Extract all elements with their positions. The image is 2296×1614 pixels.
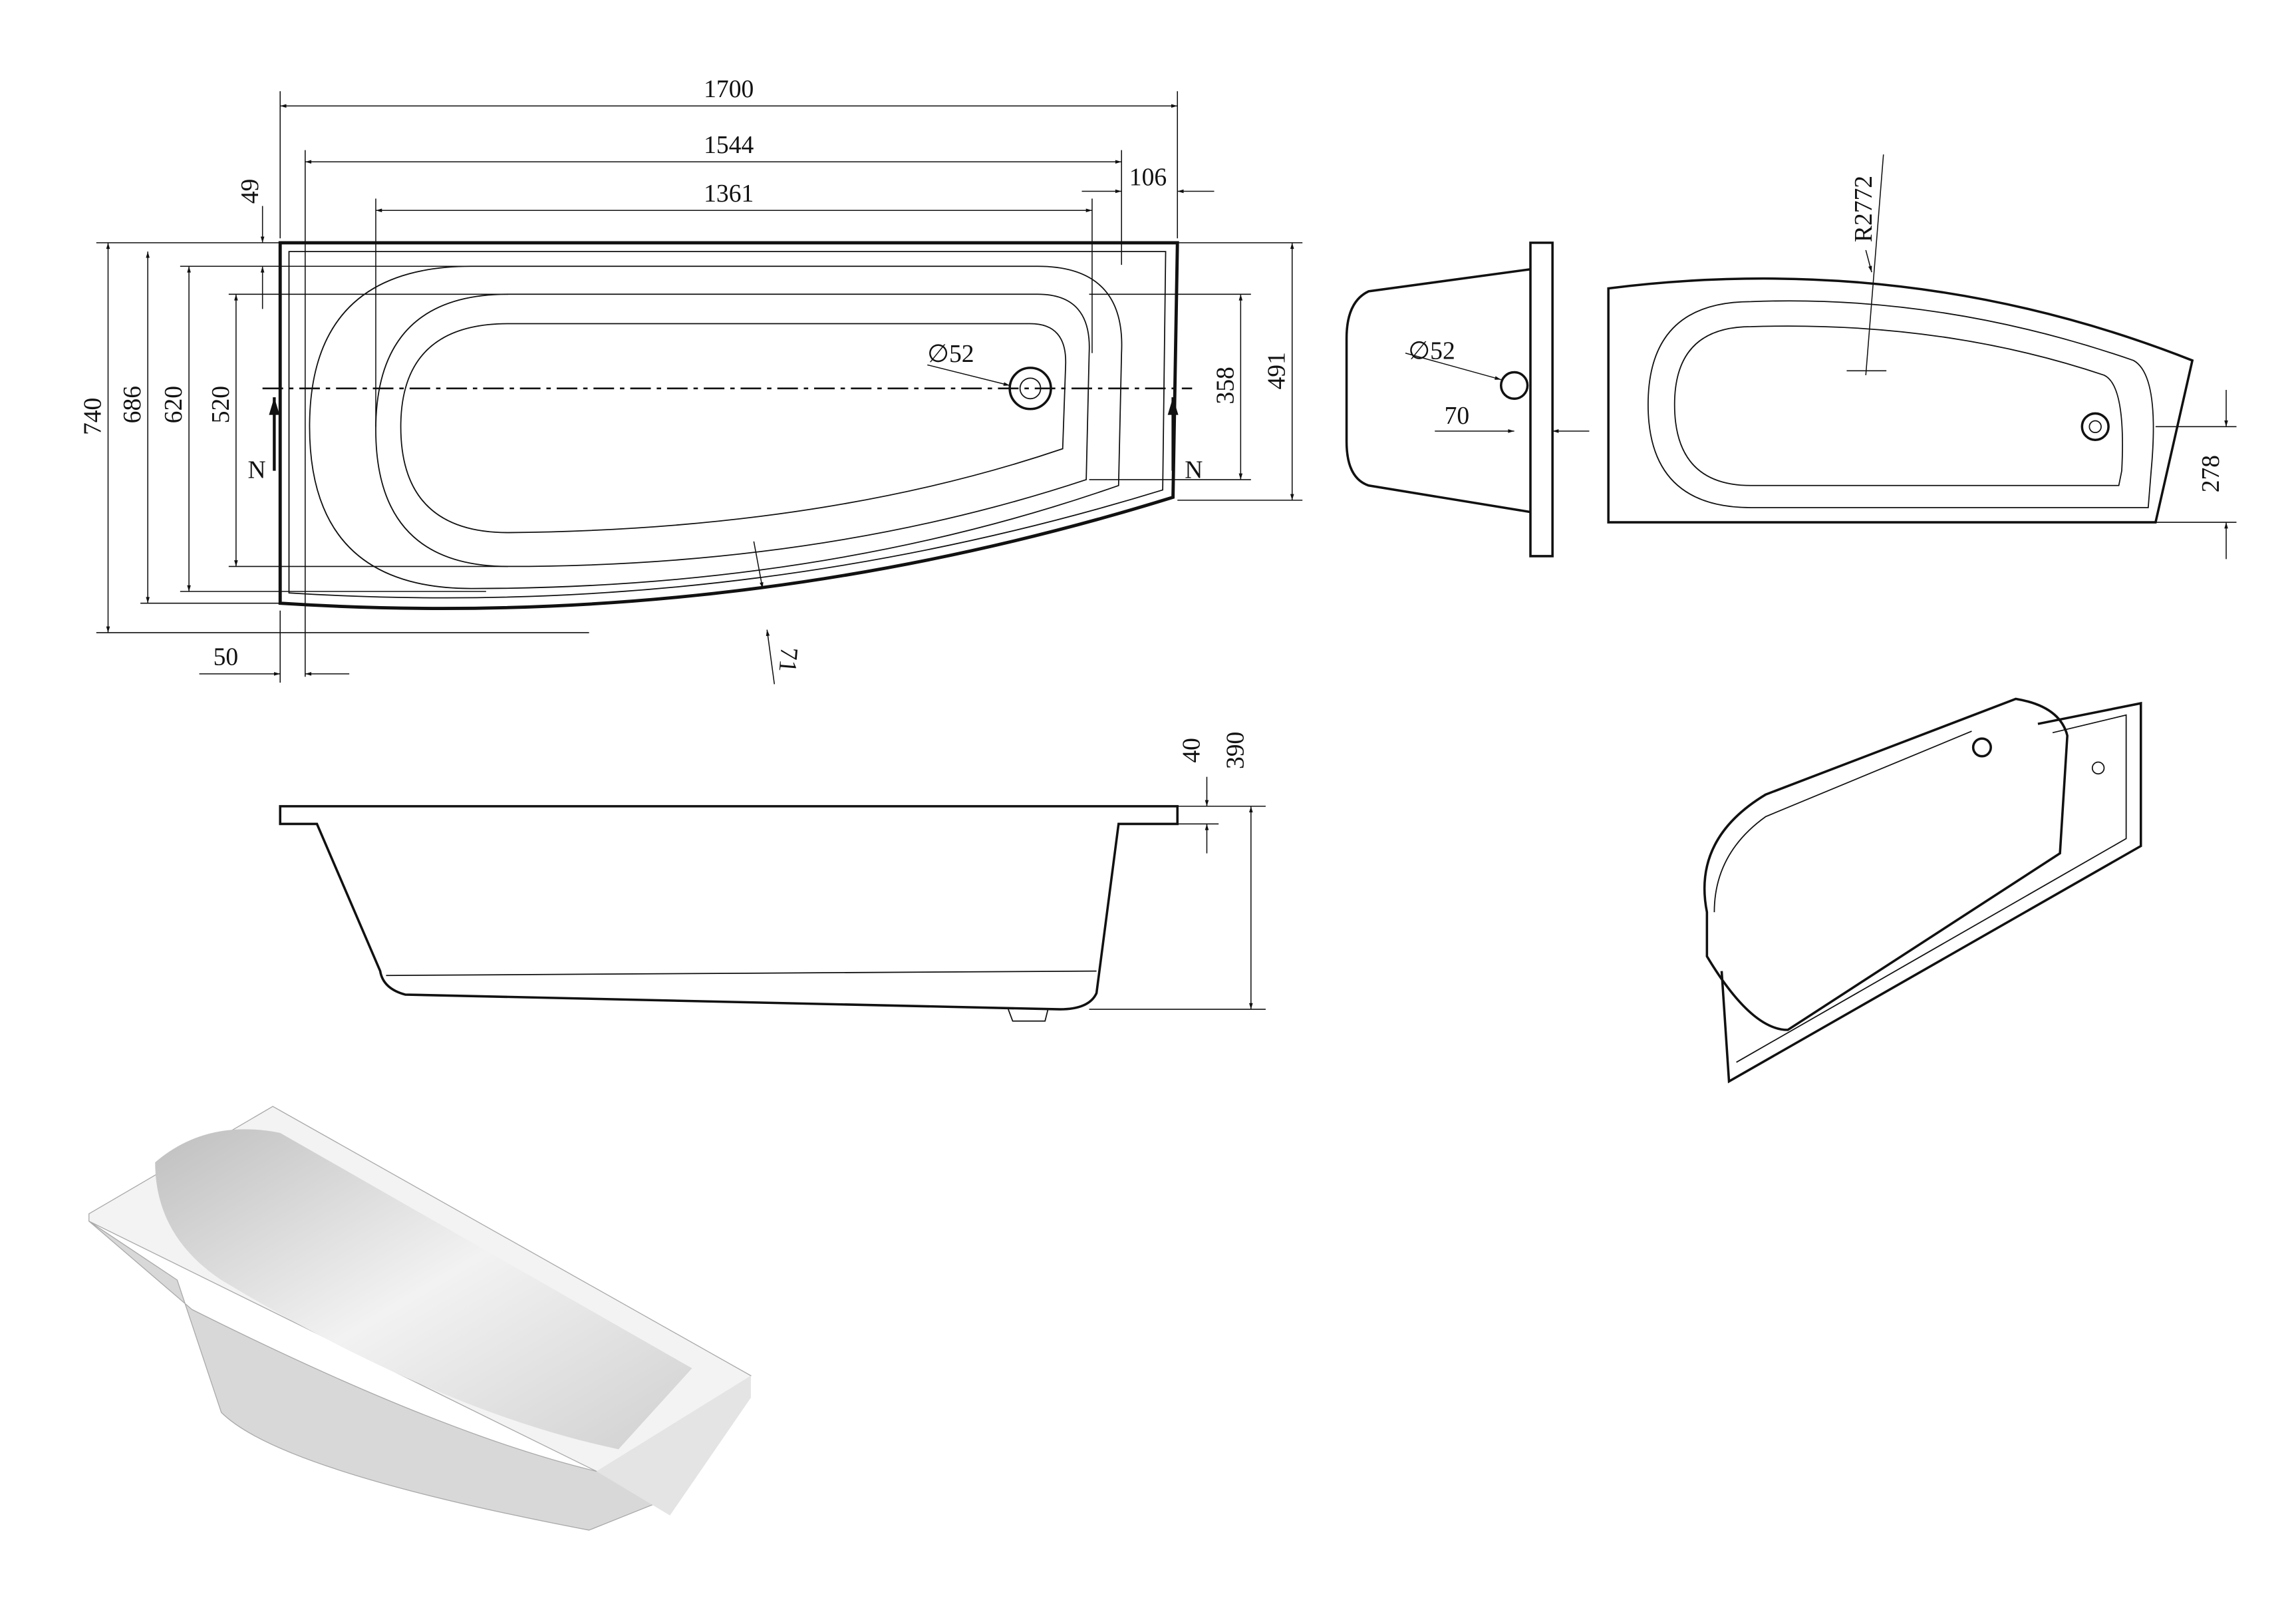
drain-diameter-top: ∅52 — [927, 341, 974, 368]
end-view: ∅52 70 — [1345, 242, 1590, 558]
side-view: 40 390 — [279, 732, 1266, 1022]
dim-40: 40 — [1178, 738, 1205, 763]
dim-686: 686 — [119, 386, 146, 423]
top-view: 1700 1544 1361 106 49 740 686 620 520 N … — [79, 76, 1303, 685]
dim-1361: 1361 — [704, 180, 754, 208]
dim-1700: 1700 — [704, 76, 754, 103]
dim-491: 491 — [1264, 352, 1291, 389]
isometric-line-view — [1703, 697, 2142, 1084]
dim-620: 620 — [160, 386, 188, 423]
dim-r2772: R2772 — [1850, 176, 1878, 242]
section-mark-left: N — [248, 457, 266, 484]
dim-71: 71 — [774, 646, 803, 673]
dim-50: 50 — [214, 644, 239, 671]
isometric-render — [88, 1106, 752, 1531]
dim-70: 70 — [1445, 403, 1470, 430]
dim-106: 106 — [1129, 164, 1167, 192]
dim-49: 49 — [237, 179, 264, 204]
dim-1544: 1544 — [704, 132, 754, 159]
dim-358: 358 — [1212, 367, 1239, 404]
dim-278: 278 — [2198, 455, 2225, 492]
right-view: R2772 278 — [1607, 154, 2237, 560]
dim-520: 520 — [208, 386, 235, 423]
drain-diameter-end: ∅52 — [1408, 338, 1455, 365]
dim-740: 740 — [79, 398, 106, 435]
dim-390: 390 — [1222, 732, 1250, 769]
